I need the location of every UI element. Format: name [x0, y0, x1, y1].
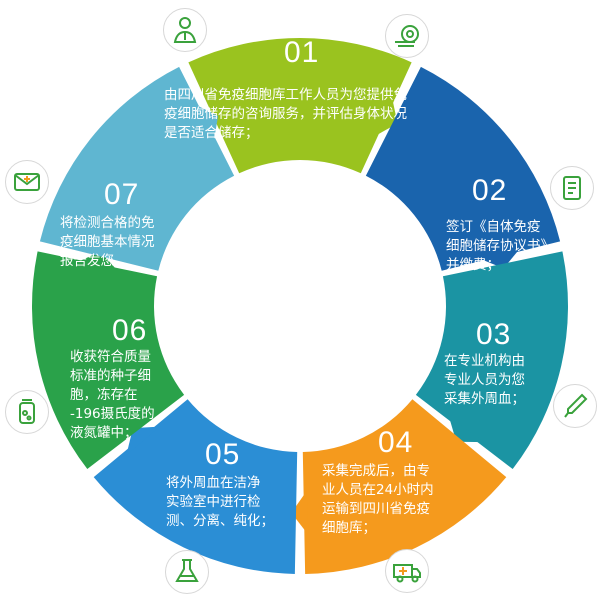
step-06-text: 收获符合质量 标准的种子细 胞，冻存在 -196摄氏度的 液氮罐中；	[70, 349, 155, 441]
ring-segment-02	[365, 66, 561, 271]
scanner-icon	[385, 14, 429, 58]
ring-segment-01	[188, 38, 412, 174]
ring-segment-03	[415, 251, 568, 470]
step-01-number: 01	[284, 36, 320, 69]
step-04-number: 04	[378, 426, 414, 459]
mail-icon	[5, 160, 49, 204]
ring-segment-06	[31, 251, 185, 470]
ring-arrow-02	[478, 246, 522, 269]
ring-arrow-04	[291, 490, 309, 535]
ring-arrow-06	[75, 251, 119, 272]
doctor-icon	[163, 8, 207, 52]
ring-segment-07	[39, 66, 235, 271]
ring-segment-04	[302, 399, 507, 574]
ring-arrow-05	[126, 426, 160, 456]
step-02-number: 02	[472, 174, 508, 207]
dropper-icon	[553, 384, 597, 428]
ring-segment-05	[93, 399, 298, 574]
step-05-text: 将外周血在洁净 实验室中进行检 测、分离、纯化；	[166, 475, 274, 529]
ambulance-icon	[385, 549, 429, 593]
ring-arrow-07	[193, 103, 219, 143]
ring-arrow-03	[448, 415, 485, 443]
step-07-number: 07	[104, 178, 140, 211]
step-01-text: 由四川省免疫细胞库工作人员为您提供免 疫细胞储存的咨询服务，并评估身体状况 是否…	[164, 87, 407, 141]
vial-icon	[5, 390, 49, 434]
step-03-number: 03	[476, 318, 512, 351]
step-05-number: 05	[205, 438, 241, 471]
step-03-text: 在专业机构由 专业人员为您 采集外周血；	[444, 353, 525, 407]
step-07-text: 将检测合格的免 疫细胞基本情况 报告发您。	[60, 215, 155, 269]
step-02-text: 签订《自体免疫 细胞储存协议书》 并缴费；	[446, 219, 554, 273]
flask-icon	[165, 550, 209, 594]
step-06-number: 06	[112, 314, 148, 347]
step-04-text: 采集完成后，由专 业人员在24小时内 运输到四川省免疫 细胞库；	[322, 463, 434, 536]
ring-segments	[31, 38, 568, 574]
clipboard-icon	[550, 166, 594, 210]
